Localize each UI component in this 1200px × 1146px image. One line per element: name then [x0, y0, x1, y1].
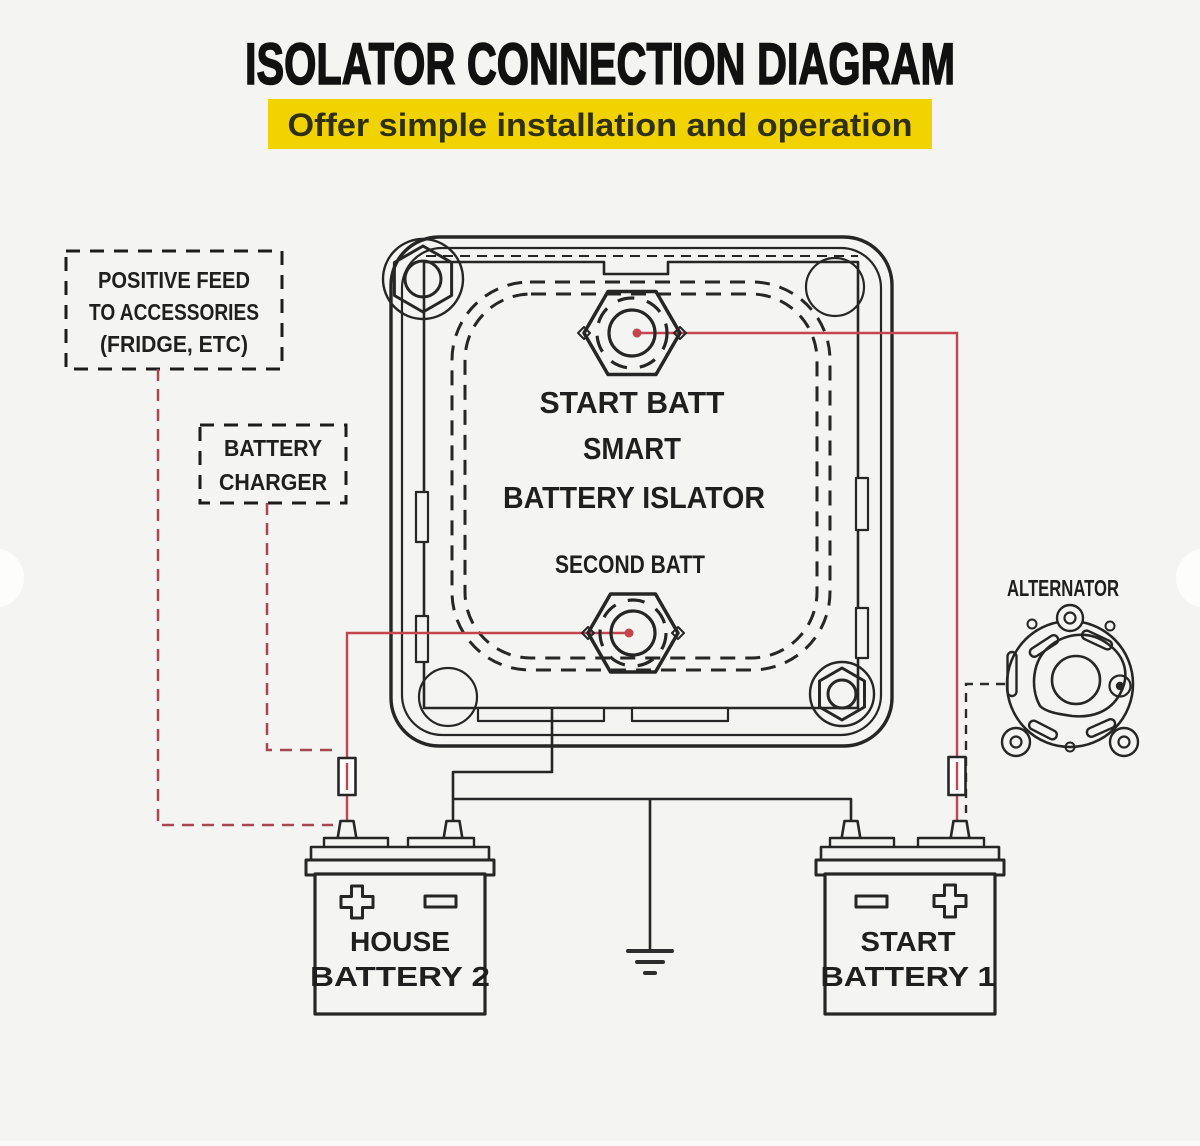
isolator-bottom-terminal-label: SECOND BATT [555, 551, 705, 579]
isolator-top-terminal-label: START BATT [540, 385, 725, 420]
wire-second-batt-positive [345, 631, 629, 821]
second-batt-terminal-nut [581, 592, 685, 674]
alternator-bolt-dots [1026, 618, 1132, 753]
alternator-shaft [1050, 654, 1102, 706]
corner-bolt-top-left [381, 237, 465, 321]
house-battery: HOUSE BATTERY 2 [304, 819, 496, 1016]
bottom-strip [0, 1141, 1200, 1146]
positive-feed-label-1: POSITIVE FEED [98, 267, 250, 293]
tab-left-lower [414, 614, 430, 664]
page-title: ISOLATOR CONNECTION DIAGRAM [245, 32, 955, 97]
subtitle-banner [268, 99, 932, 149]
alternator: ALTERNATOR [1000, 575, 1140, 758]
start-battery-label-2: BATTERY 1 [821, 961, 996, 992]
wire-battery-charger-dashed [265, 503, 336, 752]
battery-charger-box: BATTERY CHARGER [198, 423, 348, 505]
battery-charger-label-2: CHARGER [219, 469, 327, 495]
house-battery-plus-icon [339, 884, 375, 920]
alternator-pulley-housing [1032, 633, 1127, 718]
isolator-body: START BATT SMART BATTERY ISLATOR SECOND … [381, 235, 894, 748]
tab-left-upper [414, 490, 430, 544]
alternator-label: ALTERNATOR [1007, 575, 1119, 601]
house-battery-label-1: HOUSE [350, 926, 450, 957]
battery-charger-label-1: BATTERY [224, 435, 322, 461]
tab-bottom-right [630, 706, 730, 723]
house-battery-label-2: BATTERY 2 [310, 961, 490, 992]
subtitle-text: Offer simple installation and operation [288, 107, 913, 143]
corner-hole-top-right [804, 256, 866, 318]
wire-alternator-dashed [964, 682, 1005, 813]
positive-feed-box: POSITIVE FEED TO ACCESSORIES (FRIDGE, ET… [64, 249, 284, 371]
corner-bolt-bottom-right [808, 660, 876, 728]
wire-positive-feed-dashed [156, 369, 333, 827]
isolator-device-label: BATTERY ISLATOR [503, 480, 765, 515]
isolator-brand-label: SMART [583, 431, 681, 466]
fuse-right [947, 755, 967, 797]
tab-right-upper [854, 476, 870, 532]
carousel-right-arrow[interactable] [1176, 548, 1200, 608]
start-battery-plus-icon [932, 883, 968, 919]
positive-feed-label-2: TO ACCESSORIES [89, 299, 259, 325]
fuse-left [337, 756, 357, 797]
header: ISOLATOR CONNECTION DIAGRAM Offer simple… [244, 31, 956, 149]
alternator-mount-ears [1000, 603, 1140, 758]
wire-ground [451, 707, 853, 953]
start-batt-terminal-nut [577, 289, 687, 377]
start-battery-label-1: START [861, 926, 956, 957]
positive-feed-label-3: (FRIDGE, ETC) [100, 331, 248, 357]
carousel-left-arrow[interactable] [0, 548, 24, 608]
tab-right-lower [854, 606, 870, 660]
start-battery-minus-icon [854, 894, 889, 909]
house-battery-minus-icon [423, 894, 458, 909]
corner-hole-bottom-left [417, 666, 479, 728]
ground-symbol [626, 949, 674, 975]
start-battery: START BATTERY 1 [814, 819, 1006, 1016]
wire-start-batt-positive [637, 331, 959, 821]
tab-bottom-left [476, 706, 606, 723]
